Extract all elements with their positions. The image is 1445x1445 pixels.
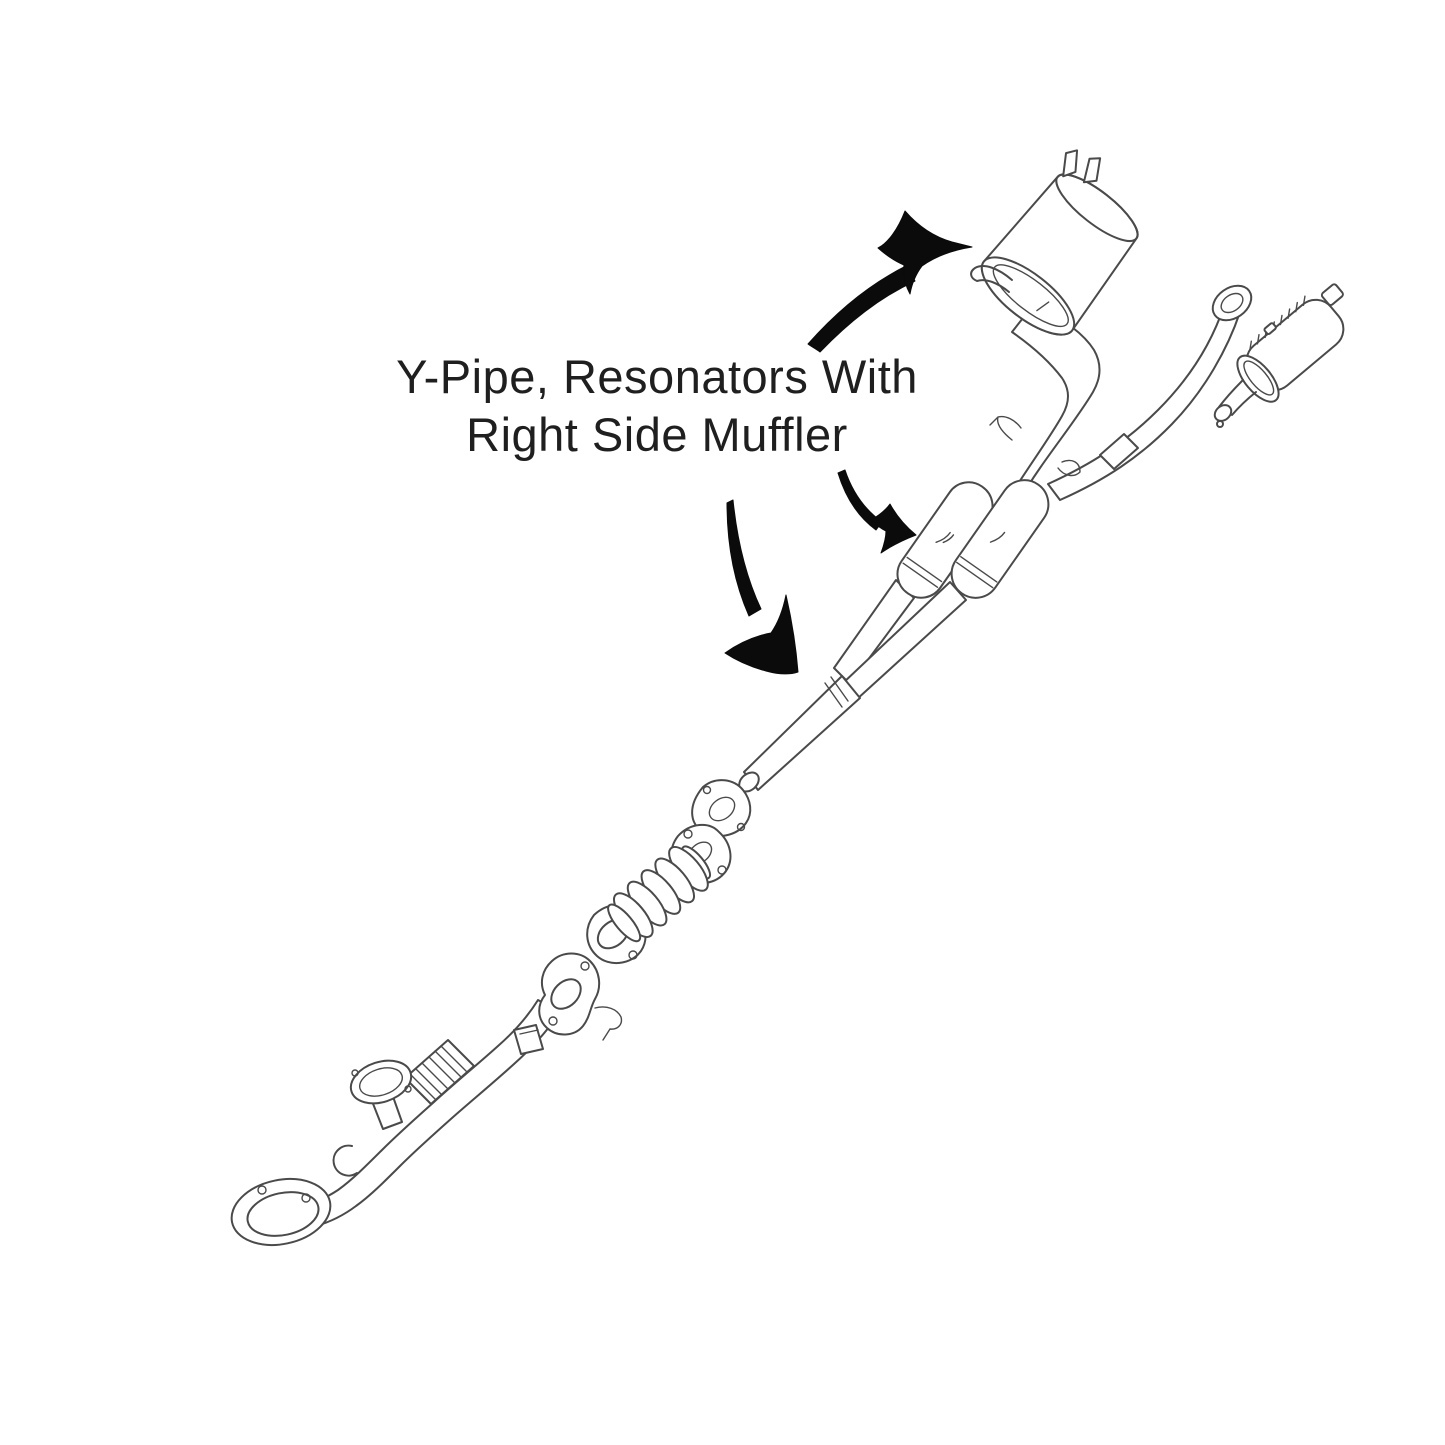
arrow-to-resonators: [837, 469, 917, 554]
downpipe-branch-flange: [349, 1059, 413, 1130]
right-muffler-pipe: [1047, 284, 1253, 501]
arrow-to-left-muffler: [807, 210, 973, 353]
left-muffler-hanger: [970, 265, 1013, 293]
right-side-muffler: [1213, 283, 1345, 428]
downpipe-heat-sleeve: [404, 1039, 475, 1105]
muffler-tip: [1082, 157, 1102, 184]
arrow-to-y-pipe: [724, 499, 799, 675]
right-muffler-outlet: [1320, 283, 1344, 306]
flex-pipe-bellows: [607, 845, 712, 943]
left-side-muffler: [970, 149, 1139, 336]
downpipe-inlet-flange: [538, 952, 623, 1041]
pipe-hanger-hook: [989, 415, 1022, 441]
right-muffler-spout: [1218, 379, 1257, 416]
downpipe-outlet-flange: [230, 1178, 332, 1246]
y-pipe: [738, 579, 967, 793]
front-downpipe: [230, 952, 623, 1246]
downpipe-boss: [332, 1144, 358, 1177]
part-label-line1: Y-Pipe, Resonators With: [396, 350, 918, 403]
flex-pipe: [586, 824, 732, 964]
downpipe-bracket: [513, 1024, 544, 1055]
downpipe-hanger-rod: [594, 1006, 623, 1041]
y-pipe-flange: [691, 779, 752, 838]
part-label: Y-Pipe, Resonators With Right Side Muffl…: [396, 348, 918, 464]
right-muffler-clamp: [1263, 322, 1277, 336]
muffler-tip: [1062, 149, 1079, 178]
part-label-line2: Right Side Muffler: [466, 408, 848, 461]
resonator-right: [950, 479, 1050, 599]
resonator-bracket: [1057, 459, 1081, 477]
